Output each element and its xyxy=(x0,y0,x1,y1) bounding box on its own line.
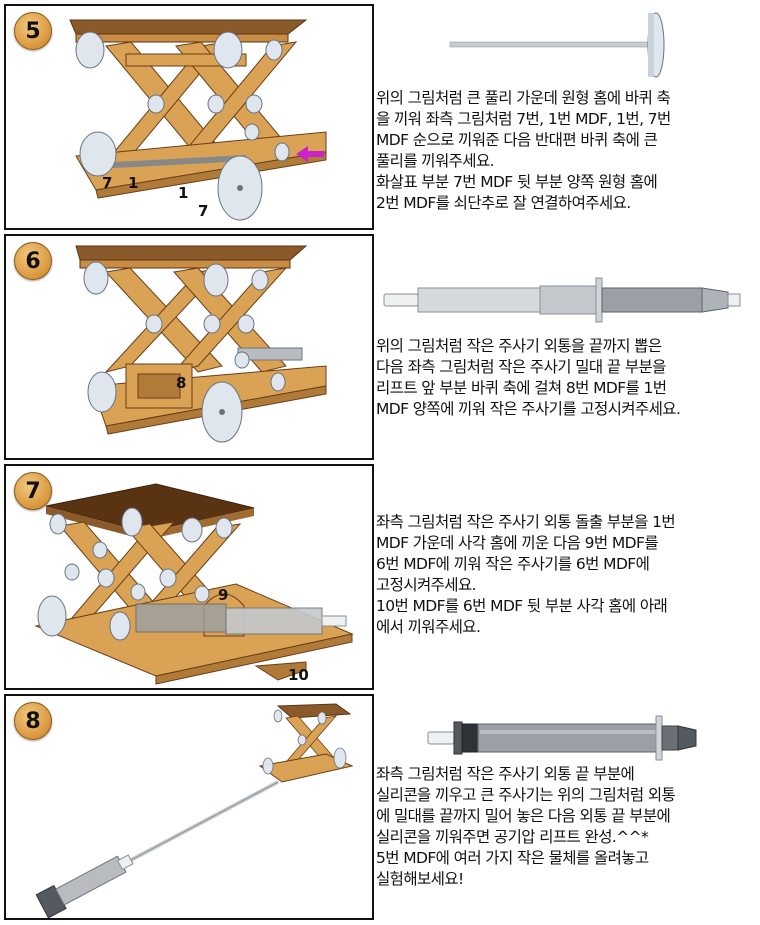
step-7-description: 좌측 그림처럼 작은 주사기 외통 돌출 부분을 1번 MDF 가운데 사각 홈… xyxy=(376,512,754,638)
step-8: 8 xyxy=(0,692,760,925)
description-line: 을 끼워 좌측 그림처럼 7번, 1번 MDF, 1번, 7번 xyxy=(376,110,671,128)
description-line: 다음 좌측 그림처럼 작은 주사기 밀대 끝 부분을 xyxy=(376,358,666,376)
lift-with-small-syringe-drawing: 8 xyxy=(75,245,327,443)
description-line: MDF 가운데 사각 홈에 끼운 다음 9번 MDF를 xyxy=(376,534,659,552)
step-number-badge: 8 xyxy=(14,702,52,740)
step-8-description: 좌측 그림처럼 작은 주사기 외통 끝 부분에 실리콘을 끼우고 큰 주사기는 … xyxy=(376,764,754,890)
step-8-illustration-frame: 8 xyxy=(4,694,374,920)
part-label: 9 xyxy=(218,586,228,604)
step-6-description: 위의 그림처럼 작은 주사기 외통을 끝까지 뽑은 다음 좌측 그림처럼 작은 … xyxy=(376,336,754,420)
step-5-illustration-frame: 5 xyxy=(4,4,374,230)
lift-assembly-drawing: 7 1 1 7 xyxy=(69,19,327,221)
description-line: 실리콘을 끼우고 큰 주사기는 위의 그림처럼 외통 xyxy=(376,786,676,804)
part-label: 1 xyxy=(178,184,188,202)
description-line: 실험해보세요! xyxy=(376,870,464,888)
description-line: 10번 MDF를 6번 MDF 뒷 부분 사각 홈에 아래 xyxy=(376,597,668,615)
part-label: 7 xyxy=(198,202,208,220)
description-line: MDF 양쪽에 끼워 작은 주사기를 고정시켜주세요. xyxy=(376,400,681,418)
part-label: 7 xyxy=(102,174,112,192)
step-6: 6 xyxy=(0,232,760,464)
step-number-badge: 5 xyxy=(14,12,52,50)
step-number-badge: 6 xyxy=(14,242,52,280)
description-line: 리프트 앞 부분 바퀴 축에 걸쳐 8번 MDF를 1번 xyxy=(376,379,667,397)
description-line: 6번 MDF에 끼워 작은 주사기를 6번 MDF에 xyxy=(376,555,650,573)
direction-arrow-icon xyxy=(296,146,324,162)
description-line: 위의 그림처럼 작은 주사기 외통을 끝까지 뽑은 xyxy=(376,337,662,355)
description-line: 2번 MDF를 쇠단추로 잘 연결하여주세요. xyxy=(376,194,631,212)
step-7: 7 xyxy=(0,462,760,694)
part-label: 8 xyxy=(176,374,186,392)
description-line: 실리콘을 끼워주면 공기압 리프트 완성.^^* xyxy=(376,828,649,846)
step-7-illustration-frame: 7 xyxy=(4,464,374,690)
description-line: 에서 끼워주세요. xyxy=(376,618,481,636)
description-line: 좌측 그림처럼 작은 주사기 외통 끝 부분에 xyxy=(376,765,635,783)
lift-with-bracket-drawing: 9 10 xyxy=(34,483,354,685)
description-line: 고정시켜주세요. xyxy=(376,576,477,594)
pulley-axle-drawing xyxy=(449,12,665,78)
description-line: 5번 MDF에 여러 가지 작은 물체를 올려놓고 xyxy=(376,849,649,867)
description-line: MDF 순으로 끼워준 다음 반대편 바퀴 축에 큰 xyxy=(376,131,658,149)
description-line: 에 밀대를 끝까지 밀어 놓은 다음 외통 끝 부분에 xyxy=(376,807,671,825)
step-5-description: 위의 그림처럼 큰 풀리 가운데 원형 홈에 바퀴 축 을 끼워 좌측 그림처럼… xyxy=(376,88,754,214)
description-line: 위의 그림처럼 큰 풀리 가운데 원형 홈에 바퀴 축 xyxy=(376,89,671,107)
step-6-illustration-frame: 6 xyxy=(4,234,374,460)
large-syringe-drawing xyxy=(427,715,697,761)
step-5: 5 xyxy=(0,0,760,232)
description-line: 화살표 부분 7번 MDF 뒷 부분 양쪽 원형 홈에 xyxy=(376,173,658,191)
description-line: 좌측 그림처럼 작은 주사기 외통 돌출 부분을 1번 xyxy=(376,513,676,531)
part-label: 1 xyxy=(128,174,138,192)
description-line: 풀리를 끼워주세요. xyxy=(376,152,495,170)
small-syringe-drawing xyxy=(383,277,741,323)
part-label: 10 xyxy=(288,666,309,684)
completed-air-lift-drawing xyxy=(35,703,354,918)
step-number-badge: 7 xyxy=(14,472,52,510)
